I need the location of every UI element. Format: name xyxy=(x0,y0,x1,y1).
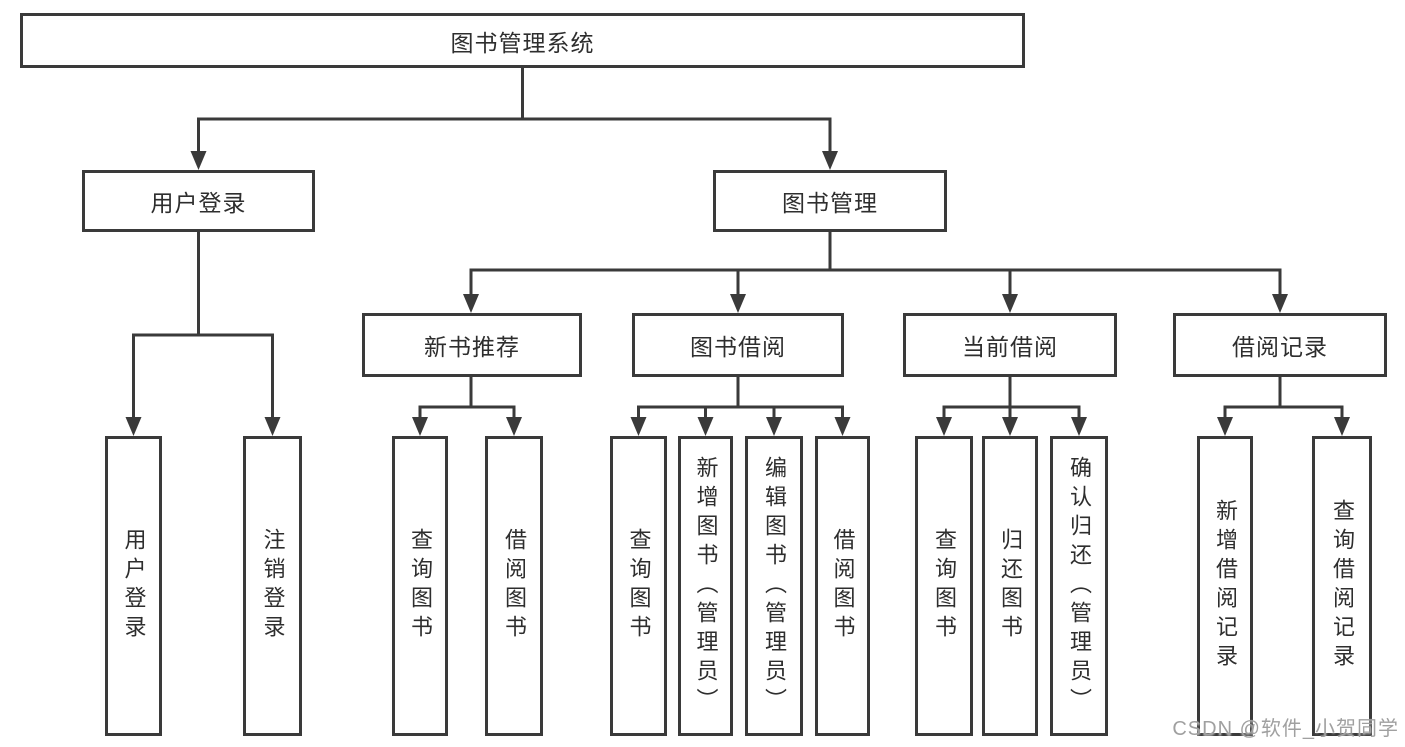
leaf-borrow-books-borrowing-label: 借阅图书 xyxy=(830,528,856,644)
node-new-book-recommendation: 新书推荐 xyxy=(362,313,582,377)
leaf-borrow-books-borrowing: 借阅图书 xyxy=(815,436,870,736)
leaf-query-books-borrowing-label: 查询图书 xyxy=(626,528,652,644)
leaf-add-borrow-record: 新增借阅记录 xyxy=(1197,436,1253,736)
leaf-borrow-books-recommend: 借阅图书 xyxy=(485,436,543,736)
node-book-borrowing: 图书借阅 xyxy=(632,313,844,377)
leaf-return-books: 归还图书 xyxy=(982,436,1038,736)
node-borrowing-records: 借阅记录 xyxy=(1173,313,1387,377)
node-book-borrowing-label: 图书借阅 xyxy=(690,334,786,360)
leaf-edit-book-admin: 编辑图书（管理员） xyxy=(745,436,803,736)
node-current-borrowing: 当前借阅 xyxy=(903,313,1117,377)
node-user-login-label: 用户登录 xyxy=(150,190,247,216)
leaf-return-books-label: 归还图书 xyxy=(998,528,1023,644)
leaf-query-books-borrowing: 查询图书 xyxy=(610,436,667,736)
node-book-management-label: 图书管理 xyxy=(782,190,878,216)
leaf-edit-book-admin-label: 编辑图书（管理员） xyxy=(762,455,787,717)
leaf-query-books-recommend: 查询图书 xyxy=(392,436,448,736)
leaf-confirm-return-admin-label: 确认归还（管理员） xyxy=(1067,455,1092,717)
node-book-management: 图书管理 xyxy=(713,170,947,232)
leaf-query-books-recommend-label: 查询图书 xyxy=(408,528,433,644)
leaf-logout-label: 注销登录 xyxy=(260,528,286,644)
node-user-login: 用户登录 xyxy=(82,170,315,232)
node-new-book-recommendation-label: 新书推荐 xyxy=(424,334,520,360)
leaf-query-borrow-record-label: 查询借阅记录 xyxy=(1330,499,1355,673)
leaf-logout: 注销登录 xyxy=(243,436,302,736)
node-borrowing-records-label: 借阅记录 xyxy=(1232,334,1328,360)
leaf-query-borrow-record: 查询借阅记录 xyxy=(1312,436,1372,736)
leaf-add-book-admin-label: 新增图书（管理员） xyxy=(693,455,719,717)
leaf-user-login-label: 用户登录 xyxy=(121,528,147,644)
node-library-system-label: 图书管理系统 xyxy=(450,29,595,56)
leaf-add-book-admin: 新增图书（管理员） xyxy=(678,436,733,736)
leaf-add-borrow-record-label: 新增借阅记录 xyxy=(1213,499,1238,673)
node-library-system: 图书管理系统 xyxy=(20,13,1025,68)
leaf-user-login: 用户登录 xyxy=(105,436,162,736)
leaf-query-books-current-label: 查询图书 xyxy=(932,528,957,644)
leaf-borrow-books-recommend-label: 借阅图书 xyxy=(502,528,527,644)
leaf-query-books-current: 查询图书 xyxy=(915,436,973,736)
leaf-confirm-return-admin: 确认归还（管理员） xyxy=(1050,436,1108,736)
arrowheads xyxy=(125,151,1350,436)
node-current-borrowing-label: 当前借阅 xyxy=(962,334,1058,360)
csdn-watermark: CSDN @软件_小贺同学 xyxy=(1172,718,1399,740)
